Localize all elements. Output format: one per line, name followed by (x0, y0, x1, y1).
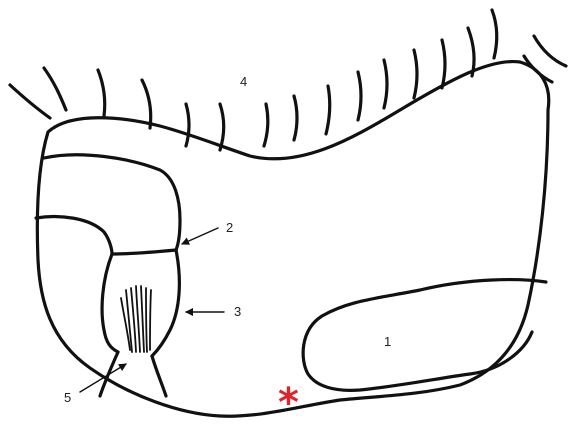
inner-left-fold (36, 217, 176, 254)
label-2: 2 (226, 220, 233, 235)
hair-fringe (10, 10, 566, 150)
tube-striations (121, 286, 151, 352)
red-asterisk-marker: * (278, 380, 299, 424)
arrow-2 (182, 228, 218, 244)
tube-right-wall (152, 250, 179, 356)
label-4: 4 (240, 74, 247, 89)
label-5: 5 (64, 390, 71, 405)
tube-left-wall (102, 254, 118, 352)
pouch-outline (303, 280, 546, 391)
label-3: 3 (234, 304, 241, 319)
label-1: 1 (384, 334, 391, 349)
upper-left-lobe (44, 155, 180, 250)
